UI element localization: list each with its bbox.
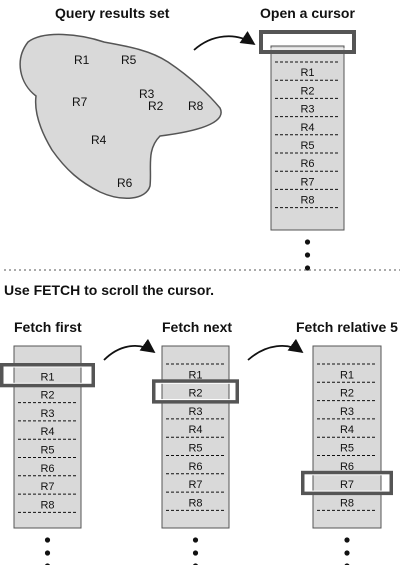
fetch-relative-continuation-dot [344,550,350,556]
fetch-relative-row-label: R3 [340,406,354,418]
fetch-first-to-next-arrow [103,338,156,361]
blob-label-r4: R4 [91,133,107,147]
open-cursor-row-label: R3 [300,104,314,116]
open-cursor-row-label: R8 [300,195,314,207]
fetch-first-continuation-dot [44,550,51,556]
fetch-first-row-label: R5 [40,445,54,457]
blob-label-r5: R5 [121,53,137,67]
fetch-next-row-label: R4 [188,424,202,436]
fetch-first-row-label: R3 [40,408,54,420]
fetch-next-row-label: R1 [188,369,202,381]
fetch-relative-row-label: R5 [340,443,354,455]
open-cursor-row-label: R5 [300,140,314,152]
fetch-next-continuation-dot [192,537,199,543]
fetch-next-current-row-highlight [152,379,239,404]
fetch-relative-row-label: R2 [340,388,354,400]
blob-label-r3: R3 [139,87,155,101]
open-cursor-row-label: R7 [300,176,314,188]
open-cursor-row-label: R2 [300,85,314,97]
open-cursor-pointer-box [259,30,356,54]
fetch-next-row-label: R7 [188,479,202,491]
fetch-next-title: Fetch next [162,319,232,335]
fetch-first-continuation-dot [44,537,51,543]
fetch-first-row-label: R6 [40,463,54,475]
fetch-relative-row-label: R4 [340,424,354,436]
fetch-first-row-label: R1 [40,371,54,383]
fetch-first-row-label: R8 [40,499,54,511]
fetch-next-to-relative-arrow [247,338,304,361]
fetch-relative-row-label: R7 [340,479,354,491]
fetch-relative-row-label: R6 [340,461,354,473]
query-results-title: Query results set [55,5,170,21]
open-cursor-row-label: R1 [300,67,314,79]
fetch-relative-row-label: R8 [340,497,354,509]
open-cursor-continuation-dot [304,265,311,271]
query-results-blob [19,33,222,199]
open-cursor-row-label: R4 [300,122,314,134]
blob-label-r8: R8 [188,99,204,113]
open-cursor-arrow [193,31,256,51]
fetch-first-title: Fetch first [14,319,82,335]
fetch-relative-current-row-highlight-inner [304,474,390,492]
fetch-relative-continuation-dot [344,537,350,543]
open-cursor-row-label: R6 [300,158,314,170]
fetch-next-row-label: R6 [188,461,202,473]
fetch-next-row-label: R8 [188,497,202,509]
fetch-first-current-row-highlight [0,363,95,388]
fetch-first-row-label: R2 [40,390,54,402]
fetch-relative-title: Fetch relative 5 [296,319,398,335]
open-cursor-body [270,45,345,231]
fetch-instruction: Use FETCH to scroll the cursor. [4,282,214,298]
open-cursor-continuation-dot [304,239,311,245]
fetch-next-current-row-highlight-inner [155,382,236,401]
blob-label-r7: R7 [72,95,88,109]
fetch-first-row-label: R4 [40,426,54,438]
open-cursor-continuation-dot [304,252,311,258]
fetch-first-current-row-highlight-inner [3,366,92,384]
fetch-first-body [13,345,82,529]
open-cursor-title: Open a cursor [260,5,355,21]
fetch-relative-current-row-highlight [301,470,393,496]
fetch-first-row-label: R7 [40,481,54,493]
fetch-relative-row-label: R1 [340,369,354,381]
fetch-next-row-label: R2 [188,388,202,400]
blob-label-r1: R1 [74,53,90,67]
fetch-next-row-label: R3 [188,406,202,418]
fetch-next-continuation-dot [192,550,199,556]
fetch-next-row-label: R5 [188,443,202,455]
open-cursor-pointer-inner [263,34,352,50]
blob-label-r6: R6 [117,176,133,190]
blob-label-r2: R2 [148,99,164,113]
